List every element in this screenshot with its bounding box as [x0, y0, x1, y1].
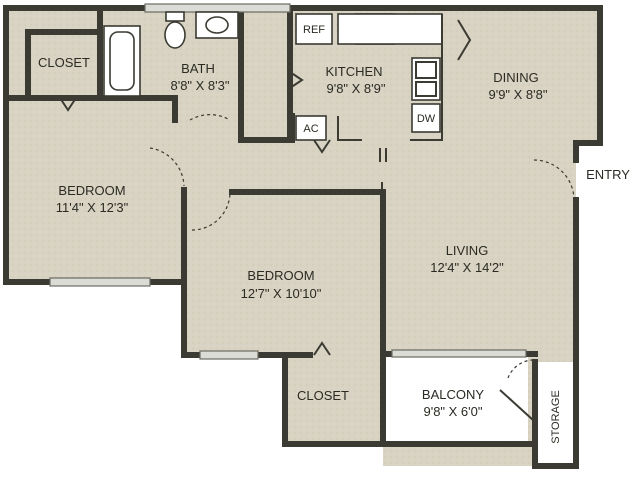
refrigerator-icon — [295, 13, 333, 45]
entry-label: ENTRY — [586, 167, 630, 182]
balcony-area — [386, 354, 528, 444]
ac-label: AC — [303, 123, 318, 135]
dining-label: DINING — [493, 70, 539, 85]
closet-top-label: CLOSET — [38, 55, 90, 70]
bedroom1-label: BEDROOM — [58, 183, 125, 198]
storage-area — [533, 368, 573, 466]
balcony-dims: 9'8" X 6'0" — [423, 404, 482, 419]
bedroom1-dims: 11'4" X 12'3" — [56, 200, 129, 215]
bedroom2-dims: 12'7" X 10'10" — [241, 286, 322, 301]
kitchen-label: KITCHEN — [325, 64, 382, 79]
windows — [49, 3, 527, 360]
bedroom2-label: BEDROOM — [247, 268, 314, 283]
dining-dims: 9'9" X 8'8" — [488, 87, 547, 102]
doors — [59, 19, 575, 421]
ref-label: REF — [303, 24, 325, 36]
fixtures — [103, 11, 443, 141]
labels: CLOSET BATH 8'8" X 8'3" KITCHEN 9'8" X 8… — [38, 24, 630, 444]
kitchen-dims: 9'8" X 8'9" — [326, 81, 385, 96]
bath-dims: 8'8" X 8'3" — [170, 78, 229, 93]
living-dims: 12'4" X 14'2" — [430, 260, 504, 275]
toilet-icon — [164, 21, 186, 49]
storage-label: STORAGE — [550, 390, 562, 444]
ac-unit-icon — [295, 115, 327, 141]
bath-label: BATH — [181, 61, 215, 76]
dw-label: DW — [417, 113, 436, 125]
balcony-label: BALCONY — [422, 387, 484, 402]
walls — [3, 5, 603, 469]
dishwasher-icon — [411, 103, 441, 133]
living-label: LIVING — [446, 243, 489, 258]
closet-bottom-label: CLOSET — [297, 388, 349, 403]
